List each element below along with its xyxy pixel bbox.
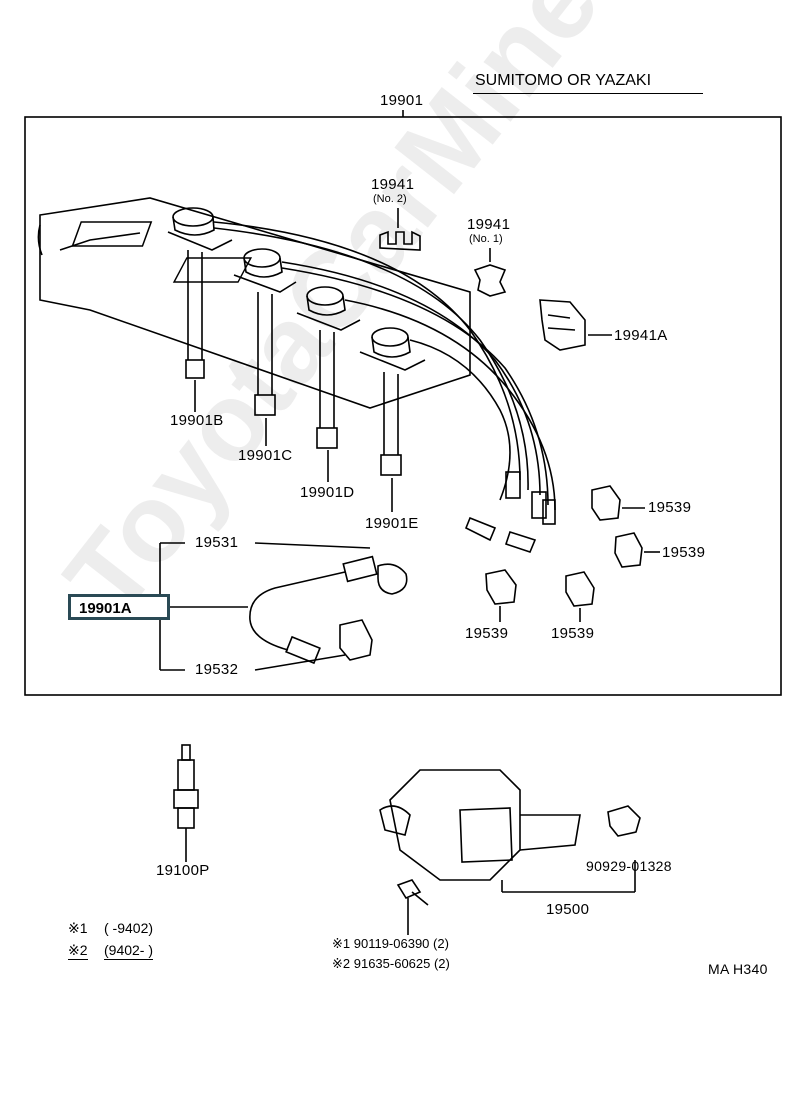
label-cap-2[interactable]: 19539 <box>662 544 706 561</box>
label-cap-3[interactable]: 19539 <box>465 625 509 642</box>
cap-3-drawing <box>485 569 517 622</box>
cord-boot-4 <box>359 327 426 371</box>
cap-4-drawing <box>565 571 595 622</box>
cord-tube-c <box>254 292 276 416</box>
cap-2-drawing <box>614 532 660 568</box>
label-boot-upper[interactable]: 19531 <box>195 534 239 551</box>
wire-terminals <box>464 471 556 553</box>
label-cord-c[interactable]: 19901C <box>238 447 293 464</box>
cord-boot-2 <box>233 248 297 293</box>
label-spark-plug[interactable]: 19100P <box>156 862 210 879</box>
cord-boot-3 <box>296 286 361 331</box>
note-mark2-symbol: ※2 <box>68 942 88 960</box>
bracket-clamp-drawing <box>607 805 641 837</box>
highlighted-part-box[interactable]: 19901A <box>68 594 170 620</box>
engine-head-outline <box>39 197 471 409</box>
label-bolt-1[interactable]: ※1 90119-06390 (2) <box>332 936 449 951</box>
assembly-part-label[interactable]: 19901 <box>380 92 424 109</box>
label-cord-d[interactable]: 19901D <box>300 484 355 501</box>
cord-tube-e <box>380 372 402 476</box>
figure-code: MA H340 <box>708 961 768 977</box>
label-clamp-no1-sub: (No. 1) <box>469 233 503 245</box>
label-clamp-no2[interactable]: 19941 <box>371 176 415 193</box>
cap-1-drawing <box>591 485 645 521</box>
note-mark1-symbol: ※1 <box>68 920 88 936</box>
label-clamp-no2-sub: (No. 2) <box>373 193 407 205</box>
clamp-a-drawing <box>539 299 612 351</box>
label-cord-b[interactable]: 19901B <box>170 412 224 429</box>
label-bracket-clamp[interactable]: 90929-01328 <box>586 858 672 874</box>
spark-plug-drawing <box>173 744 199 862</box>
clamp-no2-drawing <box>379 208 421 251</box>
note-mark1-range: ( -9402) <box>104 920 154 936</box>
label-clamp-no1[interactable]: 19941 <box>467 216 511 233</box>
supplier-title: SUMITOMO OR YAZAKI <box>475 72 652 89</box>
label-boot-lower[interactable]: 19532 <box>195 661 239 678</box>
plug-well-2 <box>172 257 253 283</box>
bolt-drawing <box>396 879 429 935</box>
label-bolt-2[interactable]: ※2 91635-60625 (2) <box>332 956 450 971</box>
cord-tube-d <box>316 330 338 449</box>
note-mark2-range: (9402- ) <box>104 942 154 960</box>
label-cap-4[interactable]: 19539 <box>551 625 595 642</box>
cord-tube-b <box>185 250 205 379</box>
wire-bundle <box>213 221 556 511</box>
ignition-coil-drawing <box>379 769 636 893</box>
label-ignition-coil[interactable]: 19500 <box>546 901 590 918</box>
label-clamp-a[interactable]: 19941A <box>614 327 668 344</box>
cord-19901a-drawing <box>159 542 408 671</box>
label-cap-1[interactable]: 19539 <box>648 499 692 516</box>
label-cord-e[interactable]: 19901E <box>365 515 419 532</box>
plug-well-1 <box>71 221 153 247</box>
supplier-title-underline <box>473 93 703 94</box>
cord-boot-1 <box>167 207 233 251</box>
highlighted-part-number: 19901A <box>79 600 132 617</box>
clamp-no1-drawing <box>473 248 507 297</box>
